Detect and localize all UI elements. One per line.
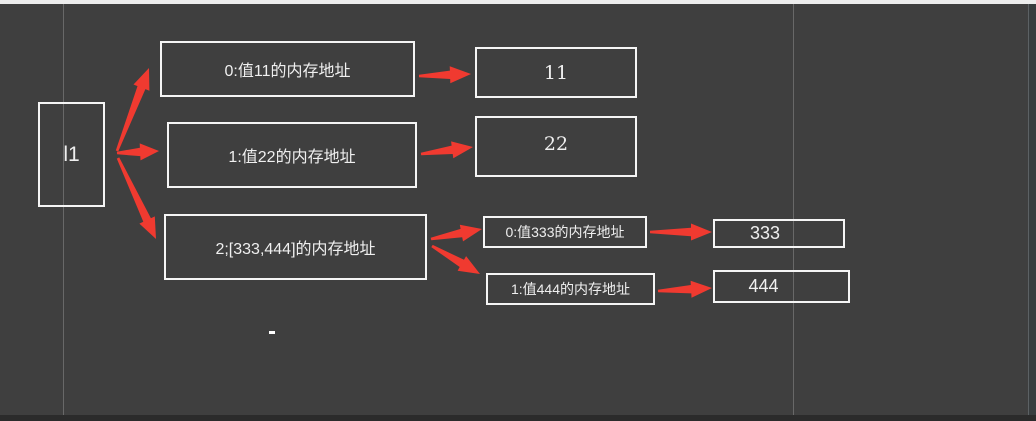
nested-index1-address-label: 1:值444的内存地址 xyxy=(510,281,631,297)
list-variable-label: l1 xyxy=(63,142,80,166)
bottom-edge-strip xyxy=(0,415,1036,421)
nested-index0-address-label: 0:值333的内存地址 xyxy=(505,224,625,240)
list-variable-node: l1 xyxy=(38,102,105,207)
flow-arrow xyxy=(430,224,482,242)
flow-arrow xyxy=(116,143,159,161)
index2-address-label: 2;[333,444]的内存地址 xyxy=(215,241,376,258)
index0-address-label: 0:值11的内存地址 xyxy=(224,63,351,80)
value-444-node: 444 xyxy=(713,270,850,303)
flow-arrow xyxy=(420,141,473,159)
right-edge-band xyxy=(1028,4,1036,415)
flow-arrow xyxy=(116,157,156,239)
flow-arrow xyxy=(115,68,150,152)
top-edge-strip xyxy=(0,0,1036,4)
flow-arrow xyxy=(431,244,480,274)
guide-line-left xyxy=(63,4,64,415)
flow-arrow xyxy=(419,66,471,84)
flow-arrow xyxy=(657,280,712,298)
nested-index0-address-node: 0:值333的内存地址 xyxy=(483,216,647,248)
value-22-label: 22 xyxy=(543,132,569,155)
index2-address-node: 2;[333,444]的内存地址 xyxy=(164,214,427,280)
value-333-node: 333 xyxy=(713,219,845,248)
nested-index1-address-node: 1:值444的内存地址 xyxy=(486,273,655,305)
flow-arrow xyxy=(650,223,712,241)
value-11-label: 11 xyxy=(543,61,569,84)
value-11-node: 11 xyxy=(475,47,637,98)
index1-address-node: 1:值22的内存地址 xyxy=(167,122,417,188)
value-444-label: 444 xyxy=(748,276,779,296)
stray-dash-mark: - xyxy=(269,331,275,334)
index0-address-node: 0:值11的内存地址 xyxy=(160,41,415,97)
guide-line-middle xyxy=(793,4,794,415)
value-22-node: 22 xyxy=(475,116,637,177)
index1-address-label: 1:值22的内存地址 xyxy=(228,149,356,166)
value-333-label: 333 xyxy=(749,223,781,243)
